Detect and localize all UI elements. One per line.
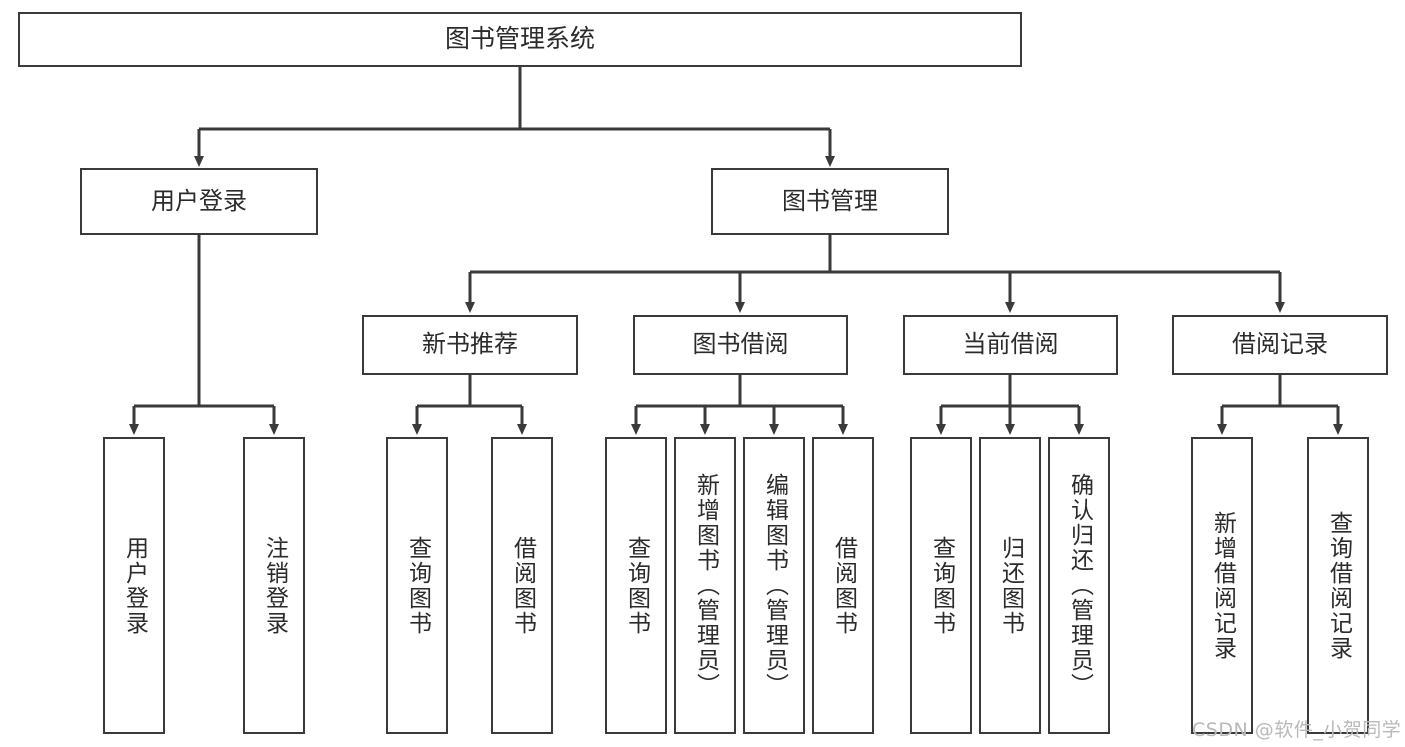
- node-label: 编辑图书（管理员）: [761, 473, 788, 698]
- node-label: 新增图书（管理员）: [692, 473, 719, 698]
- node-borrow-record[interactable]: 借阅记录: [1172, 315, 1388, 375]
- node-label: 借阅记录: [1232, 330, 1328, 359]
- node-label: 当前借阅: [962, 330, 1059, 359]
- leaf-edit-book-admin[interactable]: 编辑图书（管理员）: [743, 437, 805, 734]
- node-label: 借阅图书: [830, 535, 857, 636]
- node-label: 图书管理系统: [444, 24, 595, 54]
- node-label: 图书借阅: [692, 330, 789, 359]
- node-root-system[interactable]: 图书管理系统: [18, 12, 1022, 67]
- node-label: 新增借阅记录: [1209, 510, 1236, 661]
- node-label: 用户登录: [151, 186, 247, 215]
- leaf-query-borrow-record[interactable]: 查询借阅记录: [1307, 437, 1369, 734]
- leaf-return-book[interactable]: 归还图书: [979, 437, 1041, 734]
- node-label: 新书推荐: [422, 330, 518, 359]
- node-current-borrow[interactable]: 当前借阅: [903, 315, 1118, 375]
- node-label: 查询图书: [404, 535, 431, 636]
- leaf-user-login[interactable]: 用户登录: [103, 437, 165, 734]
- leaf-add-book-admin[interactable]: 新增图书（管理员）: [674, 437, 736, 734]
- leaf-add-borrow-record[interactable]: 新增借阅记录: [1191, 437, 1253, 734]
- csdn-watermark: CSDN @软件_小贺同学: [1192, 719, 1402, 741]
- node-label: 查询图书: [623, 535, 650, 636]
- leaf-query-book-borrow[interactable]: 查询图书: [605, 437, 667, 734]
- node-book-management[interactable]: 图书管理: [711, 168, 949, 235]
- node-label: 借阅图书: [509, 535, 536, 636]
- leaf-logout[interactable]: 注销登录: [243, 437, 305, 734]
- leaf-query-book-recommend[interactable]: 查询图书: [386, 437, 448, 734]
- node-label: 查询图书: [928, 535, 955, 636]
- node-new-book-recommend[interactable]: 新书推荐: [362, 315, 578, 375]
- leaf-borrow-book-recommend[interactable]: 借阅图书: [491, 437, 553, 734]
- node-label: 用户登录: [121, 535, 148, 636]
- node-user-login[interactable]: 用户登录: [80, 168, 318, 235]
- node-label: 注销登录: [261, 535, 288, 636]
- leaf-borrow-book[interactable]: 借阅图书: [812, 437, 874, 734]
- node-label: 确认归还（管理员）: [1066, 473, 1093, 698]
- node-label: 图书管理: [782, 186, 878, 215]
- node-label: 查询借阅记录: [1325, 510, 1352, 661]
- leaf-query-book-current[interactable]: 查询图书: [910, 437, 972, 734]
- node-book-borrow[interactable]: 图书借阅: [633, 315, 848, 375]
- node-label: 归还图书: [997, 535, 1024, 636]
- leaf-confirm-return-admin[interactable]: 确认归还（管理员）: [1048, 437, 1110, 734]
